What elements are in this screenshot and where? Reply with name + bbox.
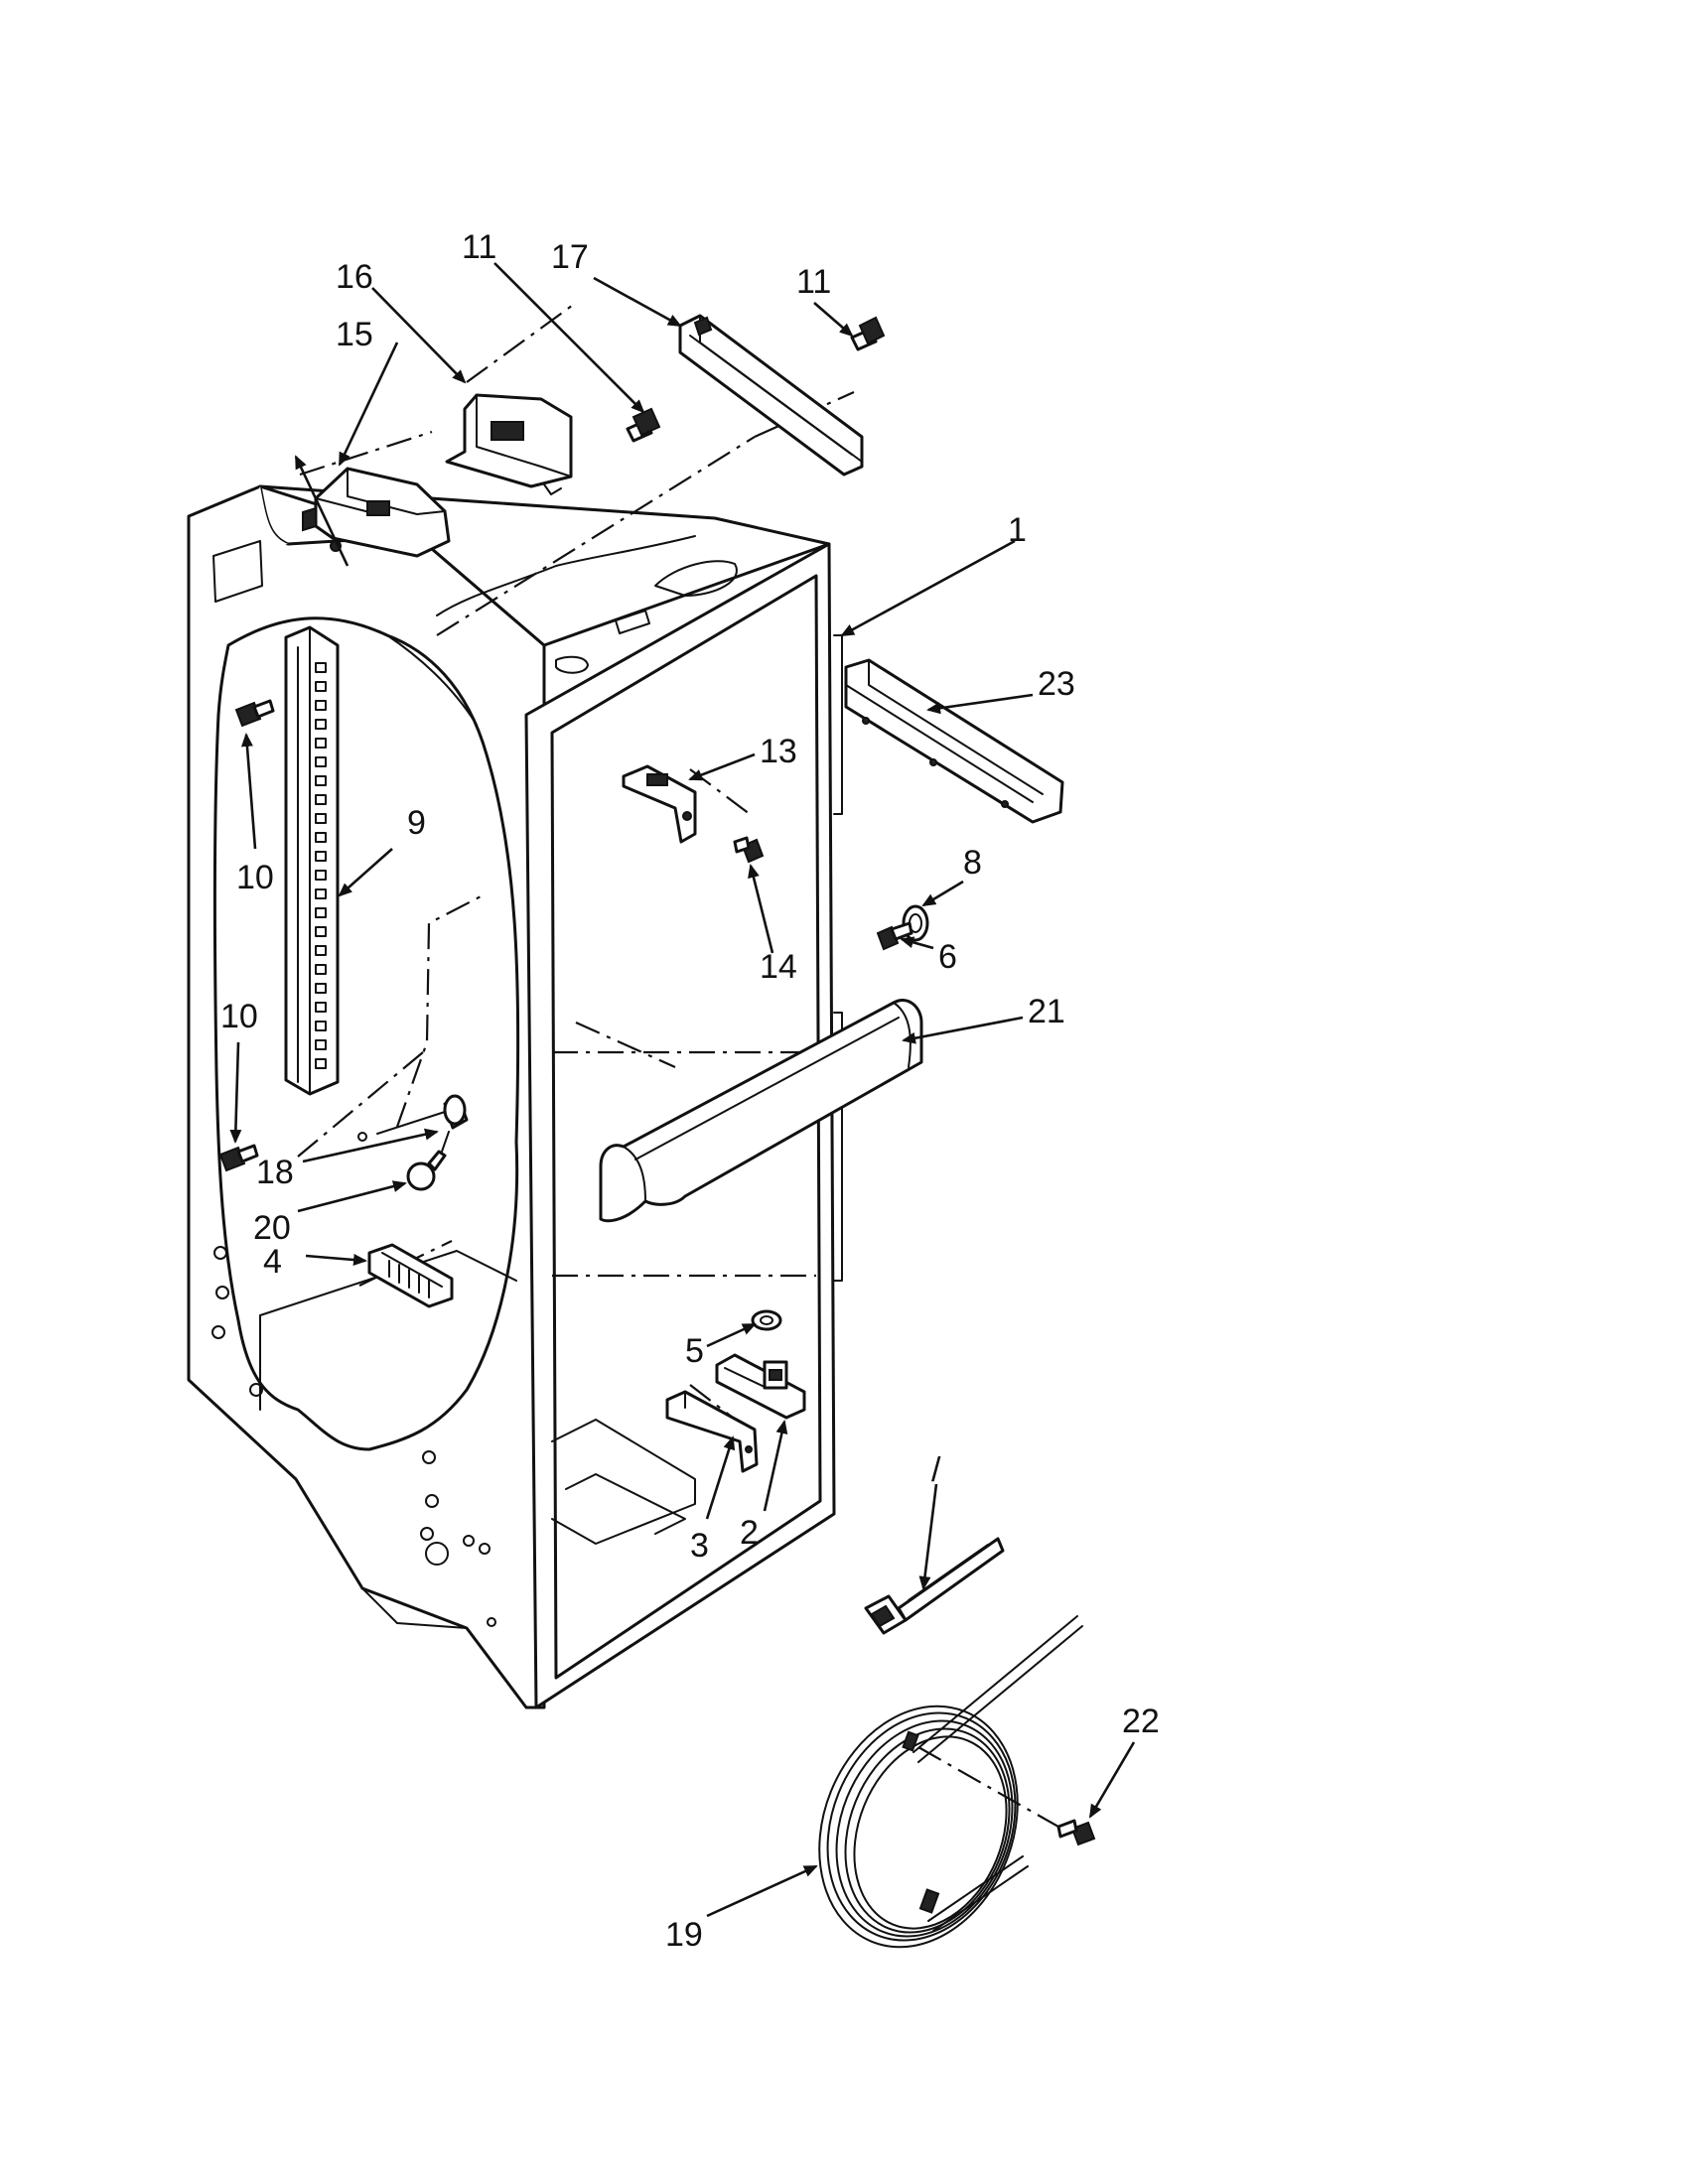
part-9-ladder bbox=[284, 625, 340, 1096]
part-2-bracket bbox=[715, 1353, 806, 1420]
part-15-housing bbox=[302, 467, 451, 558]
callout-9: 9 bbox=[407, 804, 426, 842]
ladder-slot bbox=[315, 926, 327, 937]
part-23-channel bbox=[844, 658, 1064, 824]
screw-14 bbox=[733, 836, 765, 864]
callout-10-lower: 10 bbox=[220, 998, 258, 1035]
ladder-slot bbox=[315, 1002, 327, 1013]
callout-21: 21 bbox=[1028, 993, 1065, 1030]
callout-15: 15 bbox=[336, 316, 373, 353]
screw-6 bbox=[876, 921, 913, 951]
ladder-slot bbox=[315, 662, 327, 673]
callout-23: 23 bbox=[1038, 665, 1075, 703]
callout-4: 4 bbox=[263, 1243, 282, 1281]
callout-19: 19 bbox=[665, 1916, 703, 1954]
callout-14: 14 bbox=[760, 948, 797, 986]
screw-10-upper bbox=[234, 699, 275, 728]
callout-1: 1 bbox=[1008, 511, 1027, 549]
ladder-slot bbox=[315, 832, 327, 843]
callout-5: 5 bbox=[685, 1332, 704, 1370]
ladder-slot bbox=[315, 775, 327, 786]
ladder-slot bbox=[315, 1058, 327, 1069]
part-13-bracket bbox=[622, 764, 697, 844]
part-17-channel bbox=[678, 314, 864, 477]
callout-11-right: 11 bbox=[796, 263, 831, 301]
callout-17: 17 bbox=[551, 238, 589, 276]
ladder-slot bbox=[315, 1039, 327, 1050]
screw-11-top-left bbox=[626, 407, 661, 443]
ladder-slot bbox=[315, 851, 327, 862]
part-16-bracket bbox=[445, 393, 573, 495]
part-20-bulb bbox=[406, 1150, 447, 1191]
callout-20: 20 bbox=[253, 1209, 291, 1247]
ladder-slot bbox=[315, 794, 327, 805]
callout-7: / bbox=[931, 1451, 941, 1489]
callout-11-left: 11 bbox=[462, 228, 496, 266]
ladder-slot bbox=[315, 964, 327, 975]
callout-6: 6 bbox=[938, 938, 957, 976]
callout-18: 18 bbox=[256, 1154, 294, 1191]
screw-11-top-right bbox=[850, 316, 886, 351]
ladder-slots bbox=[315, 662, 327, 1069]
ladder-slot bbox=[315, 1021, 327, 1031]
part-21-cover bbox=[599, 999, 923, 1223]
cabinet-liner bbox=[187, 484, 843, 1709]
ladder-slot bbox=[315, 719, 327, 730]
ladder-slot bbox=[315, 681, 327, 692]
callout-8: 8 bbox=[963, 844, 982, 882]
screw-10-lower bbox=[218, 1144, 259, 1172]
ladder-slot bbox=[315, 813, 327, 824]
part-4-grille bbox=[367, 1243, 454, 1308]
part-7-connector bbox=[864, 1537, 1005, 1635]
callout-2: 2 bbox=[740, 1514, 759, 1552]
part-19-tubing-coil bbox=[818, 1615, 1083, 1949]
callout-3: 3 bbox=[690, 1527, 709, 1565]
callout-10-upper: 10 bbox=[236, 859, 274, 896]
ladder-slot bbox=[315, 945, 327, 956]
ladder-slot bbox=[315, 738, 327, 749]
callout-22: 22 bbox=[1122, 1703, 1160, 1740]
part-5-grommet bbox=[751, 1309, 782, 1331]
callout-13: 13 bbox=[760, 733, 797, 770]
screw-22 bbox=[1056, 1819, 1096, 1846]
part-3-bracket bbox=[665, 1390, 759, 1473]
ladder-slot bbox=[315, 888, 327, 899]
callout-16: 16 bbox=[336, 258, 373, 296]
ladder-slot bbox=[315, 700, 327, 711]
ladder-slot bbox=[315, 756, 327, 767]
ladder-slot bbox=[315, 870, 327, 881]
leader-lines bbox=[229, 262, 1136, 1918]
ladder-slot bbox=[315, 907, 327, 918]
part-18-socket bbox=[357, 1094, 469, 1164]
callout-labels: 1 23 13 14 8 6 21 16 15 11 17 11 9 10 10… bbox=[220, 228, 1160, 1954]
ladder-slot bbox=[315, 983, 327, 994]
